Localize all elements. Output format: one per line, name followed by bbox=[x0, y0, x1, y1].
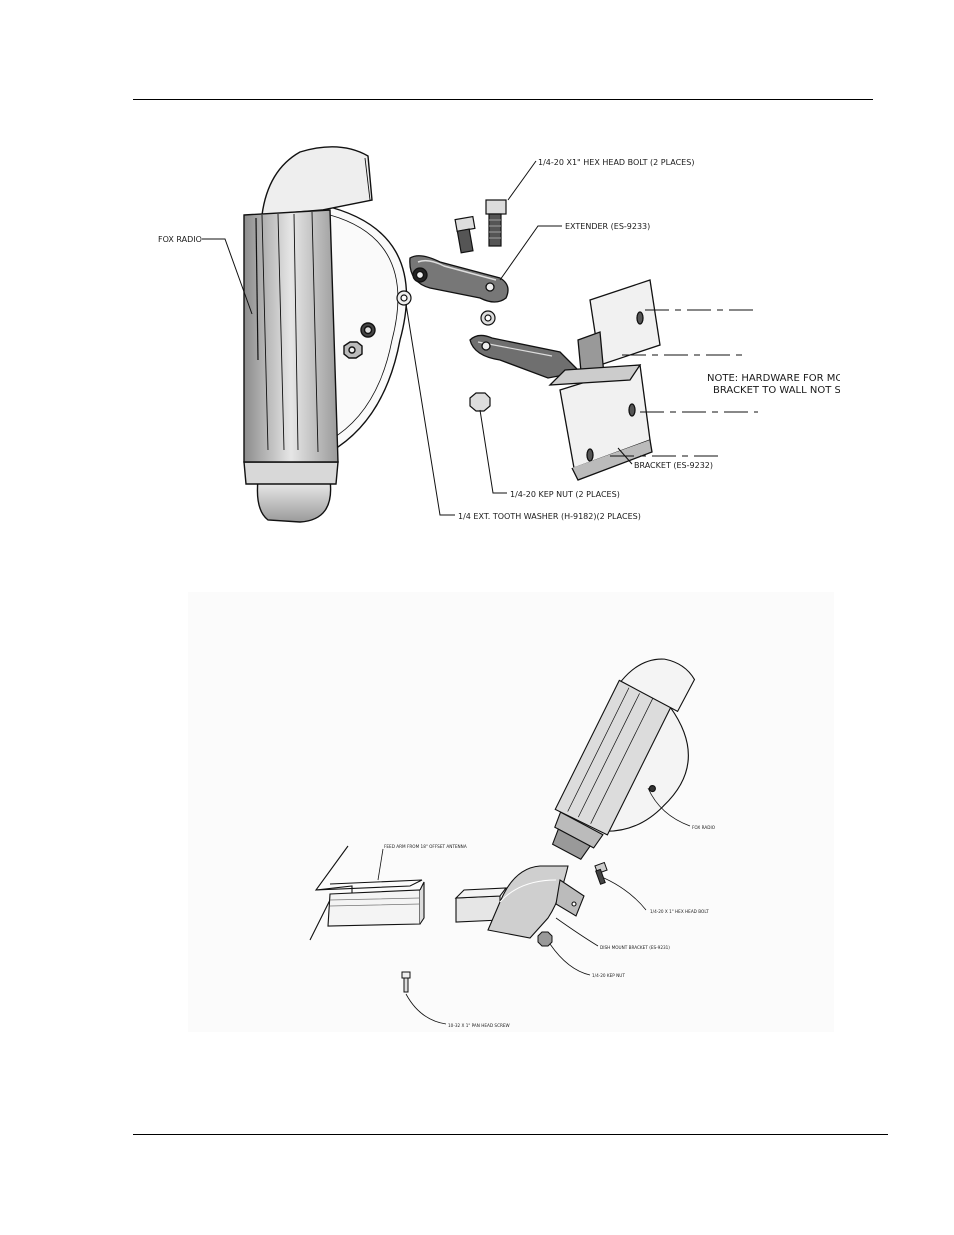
label-fox-radio: FOX RADIO bbox=[158, 235, 202, 244]
extender-drawing bbox=[409, 255, 509, 303]
label-fox-radio: FOX RADIO bbox=[692, 825, 716, 830]
fox-radio-drawing bbox=[551, 658, 696, 860]
hardware-drawing bbox=[401, 861, 608, 993]
bracket-arm-drawing bbox=[469, 334, 582, 379]
footer-rule bbox=[133, 1134, 888, 1135]
label-bracket: BRACKET (ES-9232) bbox=[634, 461, 713, 470]
header-rule bbox=[133, 99, 873, 100]
label-kep-nut: 1/4-20 KEP NUT (2 PLACES) bbox=[510, 490, 620, 499]
feed-arm-drawing bbox=[309, 845, 425, 941]
label-note-line1: NOTE: HARDWARE FOR MOUNTING bbox=[707, 373, 840, 384]
label-feed-arm: FEED ARM FROM 18" OFFSET ANTENNA bbox=[384, 844, 467, 849]
wall-fastener-dash-lines bbox=[610, 309, 758, 457]
label-hex-bolt: 1/4-20 X1" HEX HEAD BOLT (2 PLACES) bbox=[538, 158, 694, 167]
wall-bracket-drawing bbox=[548, 279, 661, 481]
label-kep-nut: 1/4-20 KEP NUT bbox=[592, 973, 625, 978]
fox-radio-drawing bbox=[243, 146, 408, 523]
dish-mount-bracket-drawing bbox=[454, 865, 585, 939]
label-washer: 1/4 EXT. TOOTH WASHER (H-9182)(2 PLACES) bbox=[458, 512, 641, 521]
wall-mount-exploded-diagram: FOX RADIO 1/4-20 X1" HEX HEAD BOLT (2 PL… bbox=[158, 146, 840, 523]
leader-lines bbox=[202, 160, 633, 516]
hex-bolts-drawing bbox=[454, 199, 507, 254]
leader-lines bbox=[377, 787, 691, 1025]
label-screw: 10-32 X 1" PAN HEAD SCREW bbox=[448, 1023, 510, 1028]
label-dish-bracket: DISH MOUNT BRACKET (ES-9231) bbox=[600, 945, 670, 950]
figure-background bbox=[188, 592, 834, 1032]
washers-nuts-drawing bbox=[396, 290, 496, 412]
label-hex-bolt: 1/4-20 X 1" HEX HEAD BOLT bbox=[650, 909, 709, 914]
dish-mount-diagram: FEED ARM FROM 18" OFFSET ANTENNA FOX RAD… bbox=[188, 592, 834, 1032]
label-extender: EXTENDER (ES-9233) bbox=[565, 222, 650, 231]
label-note-line2: BRACKET TO WALL NOT SUPPLIED bbox=[713, 385, 840, 396]
